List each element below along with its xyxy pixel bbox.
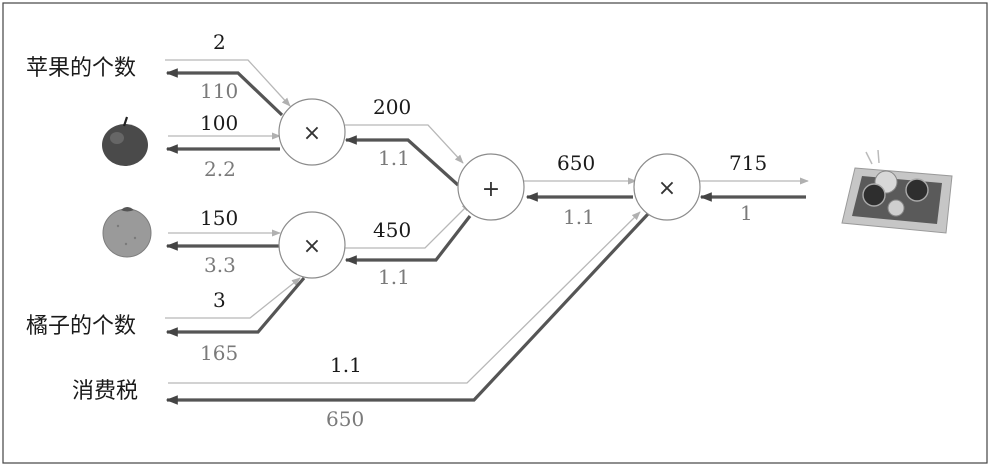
mul-node-tax-op: × bbox=[658, 176, 676, 201]
forward-edge-orange-count bbox=[165, 277, 301, 319]
backward-edge-orange-total bbox=[344, 215, 472, 265]
apple-icon bbox=[102, 116, 148, 166]
backward-value-tax: 650 bbox=[326, 407, 364, 431]
forward-value-apple-price: 100 bbox=[200, 111, 238, 135]
forward-edge-tax bbox=[168, 211, 641, 384]
forward-value-final: 715 bbox=[729, 151, 767, 175]
forward-value-orange-count: 3 bbox=[213, 288, 226, 312]
backward-edge-apple-count bbox=[165, 68, 284, 117]
backward-edge-tax bbox=[165, 212, 650, 405]
forward-value-sum: 650 bbox=[557, 151, 595, 175]
add-node-op: + bbox=[482, 177, 500, 202]
backward-edge-orange-count bbox=[165, 276, 306, 337]
mul-node-apple: × bbox=[278, 98, 346, 166]
mul-node-orange-op: × bbox=[303, 234, 321, 259]
backward-value-apple-total: 1.1 bbox=[378, 146, 410, 170]
backward-value-orange-count: 165 bbox=[200, 341, 238, 365]
forward-value-tax: 1.1 bbox=[330, 353, 362, 377]
mul-node-orange: × bbox=[278, 211, 346, 279]
forward-value-orange-price: 150 bbox=[200, 206, 238, 230]
forward-edge-orange-total bbox=[345, 202, 471, 249]
backward-value-final: 1 bbox=[740, 201, 753, 225]
mul-node-apple-op: × bbox=[303, 121, 321, 146]
forward-value-apple-total: 200 bbox=[373, 95, 411, 119]
forward-value-orange-total: 450 bbox=[373, 218, 411, 242]
backward-value-sum: 1.1 bbox=[563, 205, 595, 229]
forward-edge-apple-total bbox=[345, 124, 464, 164]
tax-label: 消费税 bbox=[72, 379, 138, 404]
backward-value-orange-total: 1.1 bbox=[378, 265, 410, 289]
add-node: + bbox=[457, 153, 525, 221]
orange-count-label: 橘子的个数 bbox=[26, 314, 136, 339]
backward-value-orange-price: 3.3 bbox=[204, 253, 236, 277]
coin-tray-icon bbox=[841, 149, 953, 234]
backward-value-apple-price: 2.2 bbox=[204, 157, 236, 181]
backward-value-apple-count: 110 bbox=[200, 79, 238, 103]
forward-edge-apple-count bbox=[165, 59, 291, 107]
orange-icon bbox=[102, 207, 152, 258]
apple-count-label: 苹果的个数 bbox=[26, 56, 136, 81]
mul-node-tax: × bbox=[633, 153, 701, 221]
forward-value-apple-count: 2 bbox=[213, 30, 226, 54]
backward-edge-apple-total bbox=[344, 135, 460, 187]
